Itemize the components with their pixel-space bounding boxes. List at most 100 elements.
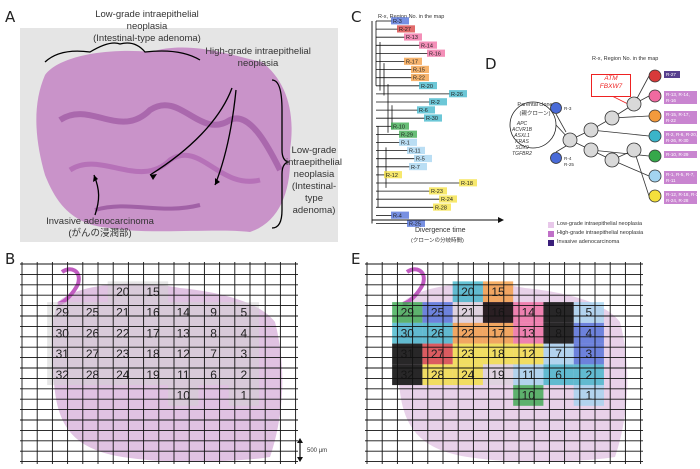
region-cell-21 [452, 302, 483, 323]
region-number-9: 9 [210, 306, 217, 320]
legend-high-label: High-grade intraepithelial neoplasia [557, 230, 644, 236]
tree-header: R-x, Region No. in the map [378, 14, 445, 20]
clone-node-c [626, 96, 642, 112]
region-cell-29 [392, 302, 423, 323]
leaf-label-r-24: R-24 [441, 197, 453, 203]
region-cell-31 [47, 343, 78, 365]
region-cell-12 [513, 343, 544, 365]
leaf-label-r-16: R-16 [429, 51, 441, 57]
region-cell-9 [198, 302, 229, 323]
divergence-axis [372, 217, 504, 223]
scale-bar-arrow-top [297, 438, 303, 443]
invasive-cell-2 [482, 302, 514, 323]
terminal-label-2: R-22 [666, 118, 676, 123]
terminal-label-bg-0 [664, 71, 680, 78]
terminal-label-bg-3 [664, 131, 697, 144]
leaf-label-r-7: R-7 [411, 165, 420, 171]
leaf-label-r-3: R-3 [393, 19, 402, 25]
leaf-highlight [427, 49, 445, 57]
region-cell-22 [107, 322, 138, 344]
leaf-highlight [384, 171, 402, 179]
region-cell-20 [107, 281, 138, 303]
terminal-label-6: R-24, R-28 [666, 198, 689, 203]
region-cell-27 [77, 343, 108, 365]
invasive-cell-3 [543, 302, 574, 323]
leaf-highlight [399, 138, 417, 146]
clone-node-f [583, 142, 599, 158]
region-cell-23 [452, 343, 483, 365]
region-cell-12 [168, 343, 199, 365]
leaf-label-r-5: R-5 [416, 157, 425, 163]
panel-label-a: A [5, 8, 16, 26]
clone-edge [590, 129, 650, 137]
leaf-label-r-23: R-23 [431, 189, 443, 195]
terminal-label-bg-1 [664, 91, 697, 104]
legend-swatches [548, 222, 554, 246]
region-number-6: 6 [555, 368, 562, 382]
leaf-highlight [399, 130, 417, 138]
legend-swatch-0 [548, 222, 554, 228]
clone-labels: R-27R-13, R-14,R-16R-15, R-17,R-22R-2, R… [564, 71, 700, 204]
grid-lines [365, 262, 643, 464]
region-cell-4 [573, 322, 604, 344]
label-invasive: Invasive adenocarcinoma (がんの浸潤部) [46, 216, 154, 239]
region-cell-2 [573, 364, 604, 386]
clone-node-root [562, 132, 578, 148]
terminal-label-4: R-10, R-29 [666, 152, 689, 157]
parental-genes: APC ACVR1B ASXL1 KRAS SOX9 TGFBR2 [511, 121, 532, 157]
region-cell-25 [77, 302, 108, 323]
parental-sub: (親クローン) [519, 111, 551, 117]
clone-edge [633, 149, 650, 197]
region-number-3: 3 [585, 347, 592, 361]
region-cell-5 [573, 302, 604, 323]
leaf-label-r-14: R-14 [421, 43, 433, 49]
leaf-highlight [417, 106, 435, 114]
leaf-label-r-13: R-13 [406, 35, 418, 41]
leaf-highlight [414, 154, 432, 163]
region-number-6: 6 [210, 368, 217, 382]
leaf-label-r-18: R-18 [461, 181, 473, 187]
clone-terminal-node-2 [648, 109, 662, 123]
panel-label-d: D [485, 55, 497, 73]
leaf-label-r-27: R-27 [399, 27, 411, 33]
region-cell-7 [198, 343, 229, 365]
early-label-0: R-3 [564, 106, 572, 111]
terminal-label-bg-5 [664, 171, 697, 184]
region-cell-14 [513, 302, 544, 323]
region-number-2: 2 [240, 368, 247, 382]
leaf-label-r-6: R-6 [419, 108, 428, 114]
leaf-label-r-10: R-10 [393, 124, 405, 130]
terminal-label-6: R-12, R-18, R-23, [666, 192, 700, 197]
region-cell-26 [77, 322, 108, 344]
driver-genes: ATM FBXW7 [599, 75, 623, 90]
leaf-label-r-25: R-25 [409, 222, 421, 228]
leaf-highlight [404, 33, 422, 41]
region-cell-1 [228, 385, 259, 406]
leaf-label-r-11: R-11 [409, 149, 421, 155]
early-label-1: R-4 [564, 156, 572, 161]
region-number-4: 4 [240, 326, 247, 340]
clone-terminal-node-5 [648, 169, 662, 183]
region-number-5: 5 [585, 306, 592, 320]
leaf-label-r-30: R-30 [426, 116, 438, 122]
invasive-cell-4 [543, 322, 574, 344]
region-cell-22 [452, 322, 483, 344]
leaf-highlight [391, 122, 409, 130]
clone-tree-header: R-x, Region No. in the map [592, 56, 659, 62]
divergence-axis-sublabel: (クローンの分岐時間) [411, 238, 464, 244]
parental-title: Parental clone [517, 102, 553, 108]
leaf-label-r-12: R-12 [386, 173, 398, 179]
region-cell-13 [168, 322, 199, 344]
region-cell-17 [482, 322, 514, 344]
clone-node-a [583, 122, 599, 138]
region-cell-26 [422, 322, 453, 344]
region-number-1: 1 [240, 389, 247, 403]
region-cell-11 [168, 364, 199, 386]
region-number-7: 7 [555, 347, 562, 361]
leaf-highlight [407, 219, 425, 227]
region-cell-10 [168, 385, 199, 406]
region-cell-28 [422, 364, 453, 386]
leaf-highlight [429, 98, 447, 106]
clone-terminal-node-6 [648, 189, 662, 203]
